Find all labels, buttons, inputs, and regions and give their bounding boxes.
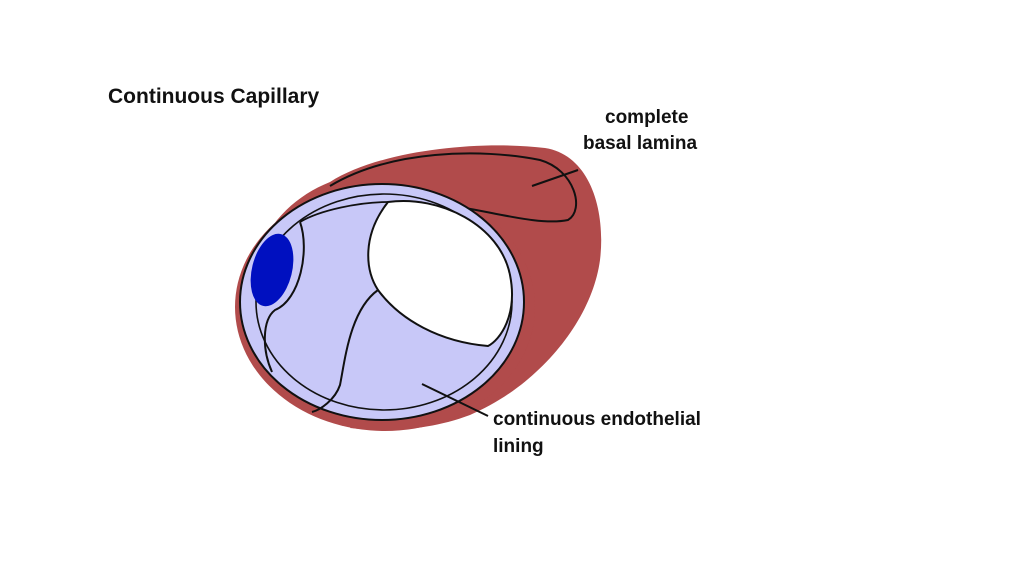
label-basal-lamina-line1: complete xyxy=(605,107,689,128)
label-endothelial-line1: continuous endothelial xyxy=(493,409,701,430)
diagram-title: Continuous Capillary xyxy=(108,85,320,108)
pointer-endothelial-lining xyxy=(421,383,489,417)
cell-boundary-upper xyxy=(311,289,379,413)
cell-boundary-left xyxy=(263,221,305,373)
cell-boundary-top xyxy=(299,201,389,223)
nucleus xyxy=(250,233,294,307)
label-basal-lamina-line2: basal lamina xyxy=(583,133,698,154)
label-endothelial-line2: lining xyxy=(493,436,544,457)
pointer-basal-lamina xyxy=(531,169,579,187)
lumen xyxy=(367,200,513,348)
